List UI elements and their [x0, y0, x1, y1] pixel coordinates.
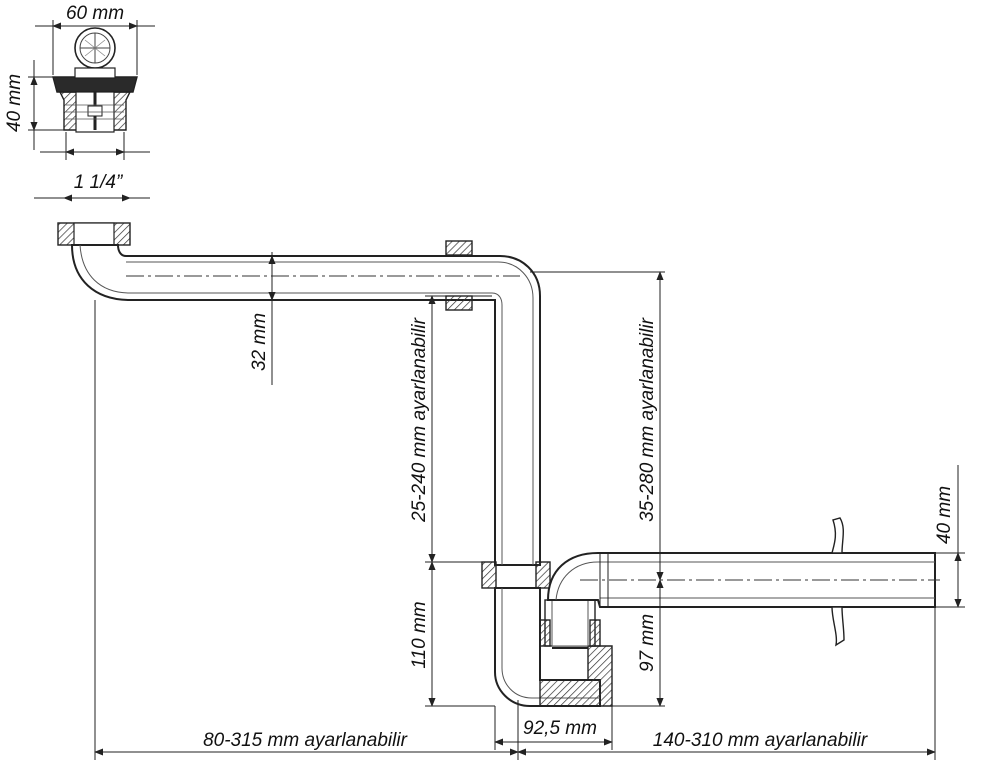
dim-top-width: 60 mm [35, 3, 155, 75]
dim-adjust-right-vertical-label: 35-280 mm ayarlanabilir [637, 317, 658, 521]
wall-rosette-icon [831, 517, 845, 647]
dim-top-height-label: 40 mm [4, 74, 25, 132]
dim-lower-height: 110 mm [409, 561, 495, 707]
dim-trap-height: 97 mm [612, 579, 665, 707]
dim-adjust-right-vertical: 35-280 mm ayarlanabilir [530, 271, 665, 581]
siphon-assembly [57, 222, 940, 707]
dim-top-height: 40 mm [4, 60, 64, 150]
upper-pipe [70, 244, 541, 566]
drain-strainer-icon [52, 27, 138, 133]
dim-adjust-left-vertical: 25-240 mm ayarlanabilir [409, 295, 492, 705]
dim-adjust-right-horizontal: 140-310 mm ayarlanabilir [517, 607, 936, 760]
dim-trap-height-label: 97 mm [637, 614, 658, 672]
dim-trap-width: 92,5 mm [494, 706, 613, 750]
dim-adjust-left-vertical-label: 25-240 mm ayarlanabilir [409, 317, 430, 522]
dim-trap-width-label: 92,5 mm [523, 718, 597, 739]
dim-top-width-label: 60 mm [66, 3, 124, 24]
dim-adjust-left-horizontal-label: 80-315 mm ayarlanabilir [203, 730, 407, 751]
trap-body [539, 645, 613, 707]
dim-pipe-diameter-label: 32 mm [249, 313, 270, 371]
dim-thread: 1 1/4” [34, 132, 150, 202]
dim-outlet-diameter: 40 mm [934, 465, 965, 608]
dim-lower-height-label: 110 mm [409, 601, 430, 668]
dim-adjust-right-horizontal-label: 140-310 mm ayarlanabilir [653, 730, 868, 751]
dim-outlet-diameter-label: 40 mm [934, 486, 955, 544]
dim-pipe-diameter: 32 mm [249, 252, 276, 385]
dim-adjust-left-horizontal: 80-315 mm ayarlanabilir [94, 300, 519, 760]
dim-thread-label: 1 1/4” [74, 172, 124, 193]
